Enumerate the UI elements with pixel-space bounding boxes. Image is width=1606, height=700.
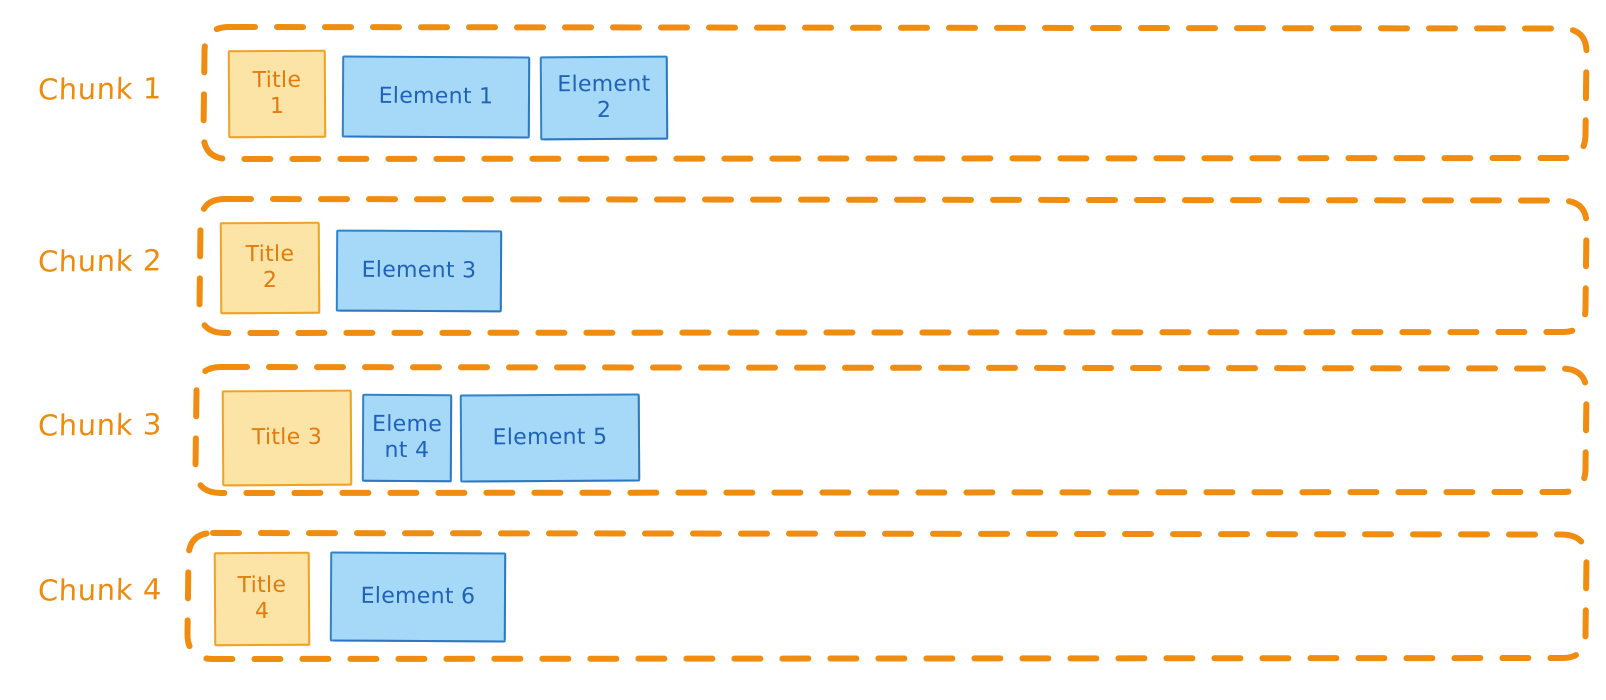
chunk-container-3[interactable] — [192, 364, 1590, 496]
title-box-title-2[interactable]: Title 2 — [219, 221, 321, 315]
chunk-label-1: Chunk 1 — [37, 71, 163, 107]
element-box-element-3[interactable]: Element 3 — [335, 229, 503, 313]
node-label: Title 1 — [252, 67, 302, 120]
chunk-container-2[interactable] — [196, 196, 1590, 336]
title-box-title-3[interactable]: Title 3 — [221, 389, 353, 487]
chunk-label-4: Chunk 4 — [37, 572, 163, 608]
element-box-eleme-nt-4[interactable]: Eleme nt 4 — [361, 393, 453, 483]
chunk-container-1[interactable] — [200, 24, 1590, 162]
title-box-title-4[interactable]: Title 4 — [213, 551, 311, 647]
chunk-row-4: Chunk 4 Title 4 Element 6 — [0, 524, 1606, 662]
node-label: Element 6 — [360, 583, 476, 610]
chunk-label-3: Chunk 3 — [37, 407, 163, 443]
node-label: Element 2 — [557, 71, 651, 124]
element-box-element-5[interactable]: Element 5 — [459, 393, 641, 483]
chunk-row-2: Chunk 2 Title 2 Element 3 — [0, 190, 1606, 338]
title-box-title-1[interactable]: Title 1 — [227, 49, 327, 139]
node-label: Element 3 — [361, 257, 477, 284]
node-label: Element 1 — [378, 83, 494, 110]
node-label: Eleme nt 4 — [371, 411, 443, 464]
node-label: Title 4 — [237, 572, 287, 625]
element-box-element-2[interactable]: Element 2 — [539, 55, 669, 141]
element-box-element-1[interactable]: Element 1 — [341, 55, 531, 139]
chunk-row-1: Chunk 1 Title 1 Element 1 Element 2 — [0, 22, 1606, 162]
chunk-container-4[interactable] — [184, 530, 1590, 662]
node-label: Element 5 — [492, 424, 608, 451]
chunk-row-3: Chunk 3 Title 3 Eleme nt 4 Element 5 — [0, 358, 1606, 498]
element-box-element-6[interactable]: Element 6 — [329, 551, 507, 643]
node-label: Title 2 — [245, 241, 295, 294]
node-label: Title 3 — [251, 424, 323, 451]
chunk-label-2: Chunk 2 — [37, 243, 163, 279]
